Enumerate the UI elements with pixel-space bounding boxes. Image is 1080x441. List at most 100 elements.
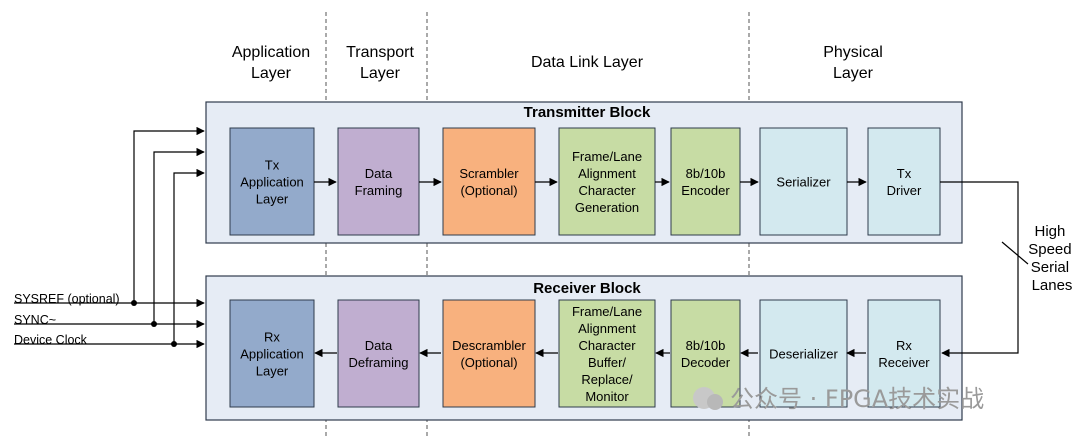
box-deserializer: Deserializer [759,299,848,408]
box-serializer-shape [759,127,848,236]
lanes-label-line-3: Serial [1031,259,1069,276]
box-label-line: Generation [575,200,639,215]
box-scrambler-shape [442,127,536,236]
box-label-line: Layer [256,364,289,379]
box-label-line: Frame/Lane [572,149,642,164]
box-label-line: Scrambler [459,166,519,181]
signal-label-sync: SYNC~ [14,313,56,327]
box-label-line: Replace/ [581,372,633,387]
layer-heading-line: Layer [360,65,401,82]
box-label-line: Application [240,347,304,362]
box-frame-lane-gen-shape [558,127,656,236]
box-descrambler: Descrambler (Optional) [442,299,536,408]
box-label-line: Character [578,183,636,198]
watermark: 公众号 · FPGA技术实战 [693,385,984,413]
clock-wire-tx [173,168,205,344]
box-label-line: Buffer/ [588,355,626,370]
lanes-label-line-2: Speed [1028,241,1071,258]
control-signals: SYSREF (optional) SYNC~ Device Clock [14,126,205,349]
sync-wire-tx [153,147,205,324]
box-label-line: Encoder [681,183,730,198]
box-label-line: Serializer [776,175,831,190]
box-label-line: Driver [887,183,922,198]
box-label-line: Character [578,338,636,353]
layer-heading-line: Layer [251,65,292,82]
layer-heading-line: Transport [346,44,414,61]
box-label-line: Data [365,166,393,181]
transmitter-block-title: Transmitter Block [524,104,651,121]
box-serializer: Serializer [759,127,848,236]
box-data-framing-shape [337,127,420,236]
box-label-line: Rx [264,330,280,345]
box-label-line: Receiver [878,355,930,370]
box-serializer-label: Serializer [776,175,831,190]
signal-label-device-clock: Device Clock [14,333,88,347]
box-label-line: 8b/10b [686,166,726,181]
clock-junction [171,341,177,347]
box-label-line: Frame/Lane [572,304,642,319]
lanes-label: High Speed Serial Lanes [1028,223,1076,294]
box-label-line: Layer [256,192,289,207]
wechat-logo-icon-small [707,394,723,410]
layer-heading-line: Data Link Layer [531,54,644,71]
box-scrambler: Scrambler (Optional) [442,127,536,236]
box-rx-receiver-shape [867,299,941,408]
box-label-line: Tx [265,158,280,173]
watermark-text: 公众号 · FPGA技术实战 [730,385,984,413]
box-descrambler-shape [442,299,536,408]
receiver-block-title: Receiver Block [533,280,641,297]
serial-lane-wire [940,181,1019,358]
box-tx-driver-shape [867,127,941,236]
sysref-wire-tx [133,126,205,303]
box-label-line: 8b/10b [686,338,726,353]
box-deserializer-label: Deserializer [769,347,838,362]
layer-heading-datalink: Data Link Layer [531,54,644,71]
box-label-line: (Optional) [460,355,517,370]
box-label-line: (Optional) [460,183,517,198]
layer-heading-line: Layer [833,65,874,82]
box-label-line: Decoder [681,355,731,370]
lanes-label-line-4: Lanes [1032,277,1073,294]
box-descrambler-label: Descrambler (Optional) [452,338,526,370]
box-data-deframing-shape [337,299,420,408]
sync-junction [151,321,157,327]
box-label-line: Monitor [585,389,629,404]
lanes-leader-line [1001,241,1029,265]
lanes-label-line-1: High [1034,223,1065,240]
box-tx-app-shape [229,127,315,236]
box-deserializer-shape [759,299,848,408]
layer-heading-line: Application [232,44,310,61]
box-label-line: Application [240,175,304,190]
box-label-line: Deframing [349,355,409,370]
box-label-line: Descrambler [452,338,526,353]
box-label-line: Deserializer [769,347,838,362]
box-scrambler-label: Scrambler (Optional) [459,166,519,198]
box-label-line: Rx [896,338,912,353]
signal-label-sysref: SYSREF (optional) [14,292,120,306]
sysref-junction [131,300,137,306]
